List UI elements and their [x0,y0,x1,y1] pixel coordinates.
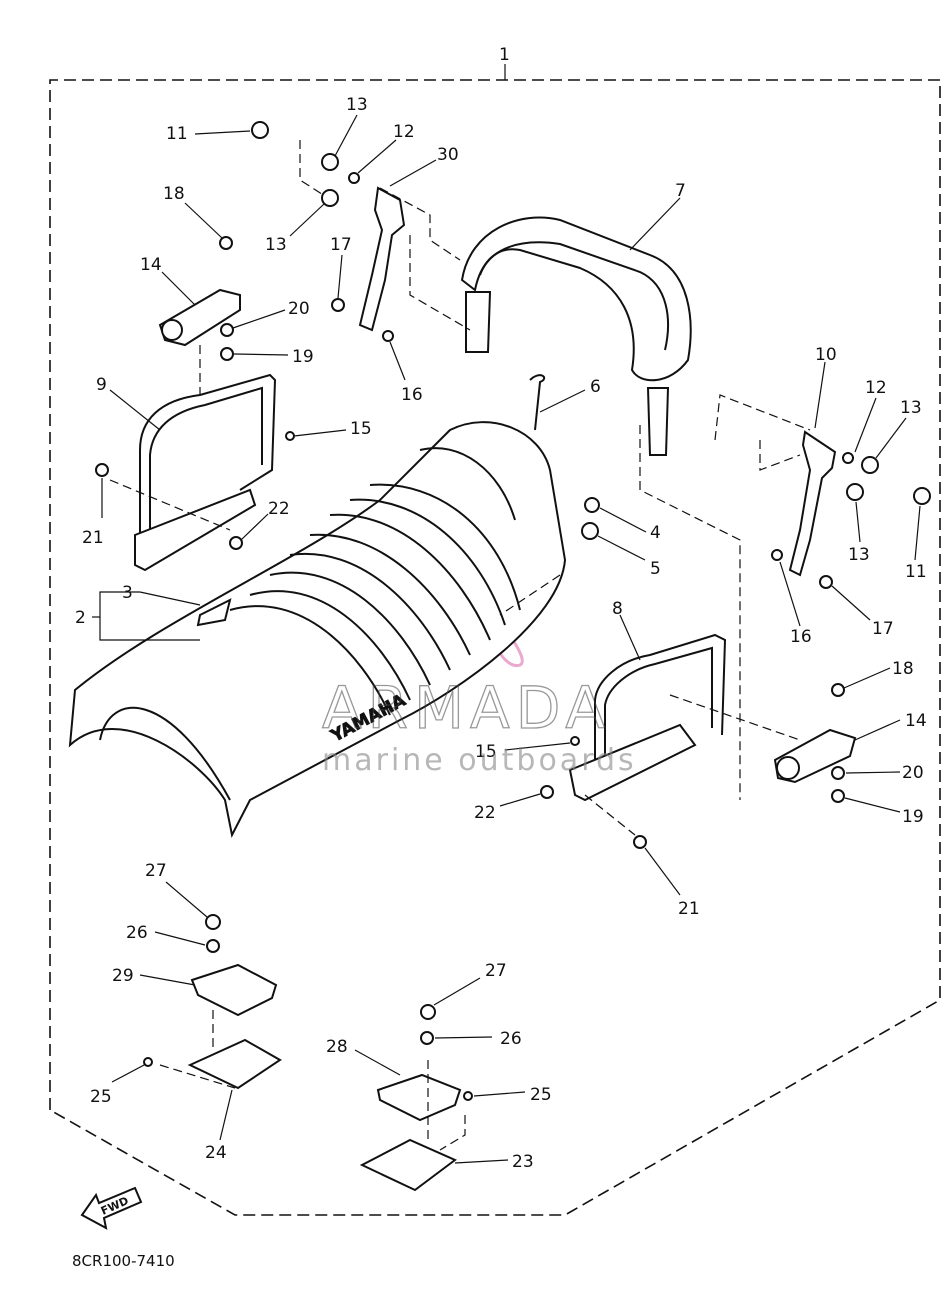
callout-13: 13 [265,235,287,255]
left-handle [158,288,241,347]
assembly-boundary [49,79,941,1216]
callout-11: 11 [166,124,188,144]
hinge-cover-28 [376,1073,462,1122]
hinge-plate-23 [359,1138,457,1192]
callout-9: 9 [96,375,107,395]
callout-13: 13 [848,545,870,565]
leader-lines [92,114,921,1164]
callout-22: 22 [268,499,290,519]
callout-22: 22 [474,803,496,823]
callout-2: 2 [75,608,86,628]
callout-12: 12 [393,122,415,142]
callout-6: 6 [590,377,601,397]
assembly-lines [109,140,811,1151]
right-arm [788,430,837,577]
callout-29: 29 [112,966,134,986]
callout-14: 14 [905,711,927,731]
callout-14: 14 [140,255,162,275]
callout-25: 25 [90,1087,112,1107]
callout-8: 8 [612,599,623,619]
right-bracket [568,633,727,802]
diagram-code: 8CR100-7410 [72,1252,175,1270]
callout-23: 23 [512,1152,534,1172]
callout-19: 19 [292,347,314,367]
callout-1: 1 [499,45,510,65]
hinge-plate-24 [187,1038,282,1090]
callout-27: 27 [485,961,507,981]
callout-19: 19 [902,807,924,827]
watermark-brand: ARMADA [322,674,611,742]
callout-27: 27 [145,861,167,881]
callout-20: 20 [288,299,310,319]
callout-10: 10 [815,345,837,365]
watermark-tagline: marine outboards [322,743,637,778]
callout-numbers: 1 2 3 4 5 6 7 8 9 10 11 11 12 12 13 13 1… [75,45,927,1172]
callout-11: 11 [905,562,927,582]
seat: YAMAHA [68,421,567,839]
callout-7: 7 [675,181,686,201]
callout-5: 5 [650,559,661,579]
hardware [95,121,931,1101]
callout-18: 18 [163,184,185,204]
callout-21: 21 [82,528,104,548]
callout-26: 26 [126,923,148,943]
callout-3: 3 [122,583,133,603]
left-bracket [134,373,277,572]
hinge-cover-29 [190,963,278,1017]
callout-20: 20 [902,763,924,783]
callout-26: 26 [500,1029,522,1049]
callout-30: 30 [437,145,459,165]
callout-15: 15 [350,419,372,439]
callout-24: 24 [205,1143,227,1163]
backrest [460,216,692,456]
callout-21: 21 [678,899,700,919]
callout-17: 17 [872,619,894,639]
callout-12: 12 [865,378,887,398]
callout-13: 13 [900,398,922,418]
callout-16: 16 [790,627,812,647]
callout-28: 28 [326,1037,348,1057]
left-arm [358,186,406,332]
callout-17: 17 [330,235,352,255]
fwd-arrow-icon: FWD [80,1186,143,1230]
callout-25: 25 [530,1085,552,1105]
callout-4: 4 [650,523,661,543]
callout-18: 18 [892,659,914,679]
callout-15: 15 [475,742,497,762]
right-handle [773,728,857,784]
callout-16: 16 [401,385,423,405]
callout-13: 13 [346,95,368,115]
